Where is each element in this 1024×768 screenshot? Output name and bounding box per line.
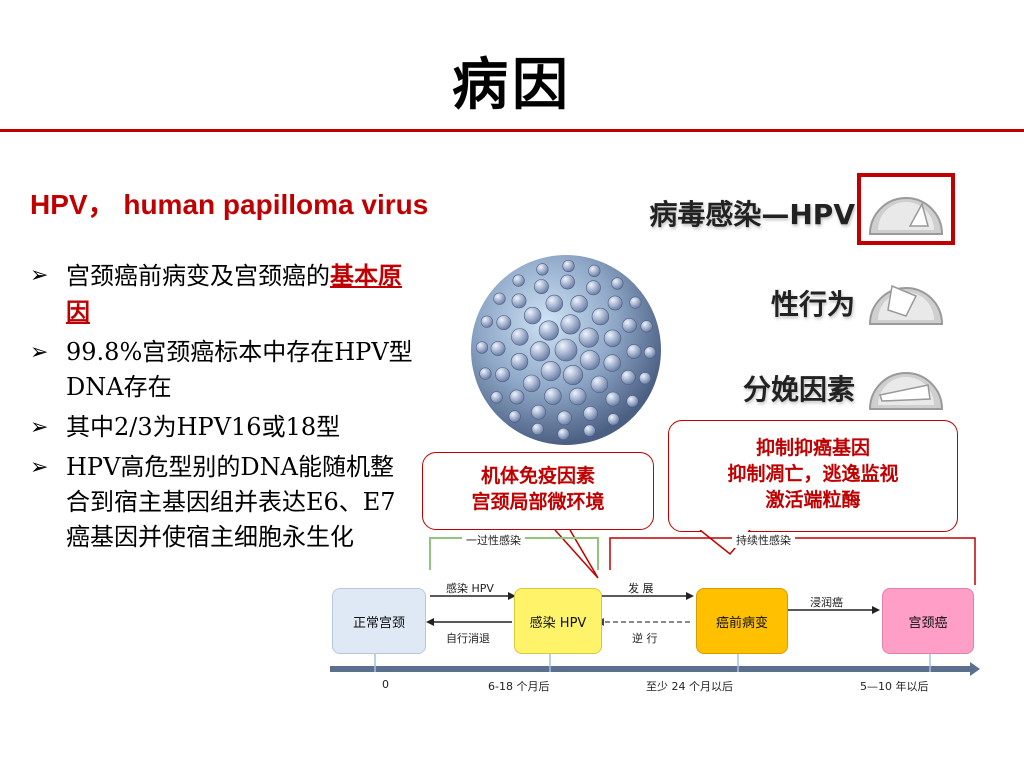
arrow-bullet-icon: ➢ (30, 340, 49, 365)
dial-icon (868, 284, 944, 325)
stage-precancer: 癌前病变 (696, 588, 788, 654)
callout-line: 抑制抑癌基因 (755, 437, 870, 459)
factor-sexual-behavior-label: 性行为 (770, 288, 855, 321)
stage-hpv-infection: 感染 HPV (514, 588, 602, 654)
factor-childbirth-label: 分娩因素 (742, 373, 855, 406)
callout-line: 激活端粒酶 (765, 489, 861, 511)
arrow-bullet-icon: ➢ (30, 415, 49, 440)
list-item: ➢ HPV高危型别的DNA能随机整合到宿主基因组并表达E6、E7癌基因并使宿主细… (30, 450, 415, 555)
arrow-label-clear: 自行消退 (446, 632, 490, 645)
bracket-transient-label: 一过性感染 (462, 532, 525, 548)
highlight-box (857, 173, 955, 245)
dial-icon (868, 372, 944, 410)
callout-oncogene-effects: 抑制抑癌基因 抑制凋亡，逃逸监视 激活端粒酶 (668, 420, 958, 532)
title-divider (0, 129, 1024, 132)
arrow-label-infect: 感染 HPV (446, 582, 494, 595)
bullet-text: 宫颈癌前病变及宫颈癌的 (66, 262, 330, 290)
arrow-bullet-icon: ➢ (30, 455, 49, 480)
stage-cervical-cancer: 宫颈癌 (882, 588, 974, 654)
list-item: ➢ 99.8%宫颈癌标本中存在HPV型DNA存在 (30, 335, 415, 405)
list-item: ➢ 其中2/3为HPV16或18型 (30, 410, 415, 445)
dial-icon (868, 197, 944, 235)
callout-line: 抑制凋亡，逃逸监视 (727, 463, 899, 485)
timeline-tick-label: 5—10 年以后 (860, 680, 929, 693)
arrow-label-develop: 发 展 (628, 582, 654, 595)
callout-line: 宫颈局部微环境 (471, 491, 605, 513)
timeline-tick-label: 6-18 个月后 (488, 680, 550, 693)
slide-title: 病因 (452, 53, 572, 118)
bullet-text: HPV高危型别的DNA能随机整合到宿主基因组并表达E6、E7癌基因并使宿主细胞永… (66, 453, 396, 551)
hpv-virus-image (471, 255, 661, 445)
subtitle: HPV， human papilloma virus (30, 189, 429, 220)
bullet-text: 其中2/3为HPV16或18型 (66, 413, 341, 441)
timeline-tick-label: 0 (382, 678, 389, 691)
factor-hpv-label: 病毒感染—HPV (649, 198, 855, 231)
bracket-persistent-label: 持续性感染 (732, 532, 795, 548)
arrow-label-reverse: 逆 行 (632, 632, 658, 645)
callout-line: 机体免疫因素 (480, 465, 595, 487)
stage-normal-cervix: 正常宫颈 (332, 588, 426, 654)
arrow-bullet-icon: ➢ (30, 263, 49, 288)
arrow-label-invade: 浸润癌 (810, 596, 843, 609)
bullet-list: ➢ 宫颈癌前病变及宫颈癌的基本原因 ➢ 99.8%宫颈癌标本中存在HPV型DNA… (30, 258, 415, 560)
timeline-tick-label: 至少 24 个月以后 (646, 680, 733, 693)
bullet-text: 99.8%宫颈癌标本中存在HPV型DNA存在 (66, 338, 413, 401)
hpv-progression-diagram: 一过性感染 持续性感染 正常宫颈 感染 HPV 癌前病变 宫颈癌 感染 HPV … (330, 530, 980, 700)
bullet-emphasis: 基本原因 (66, 261, 402, 326)
callout-immune-factors: 机体免疫因素 宫颈局部微环境 (422, 452, 654, 530)
list-item: ➢ 宫颈癌前病变及宫颈癌的基本原因 (30, 258, 415, 330)
